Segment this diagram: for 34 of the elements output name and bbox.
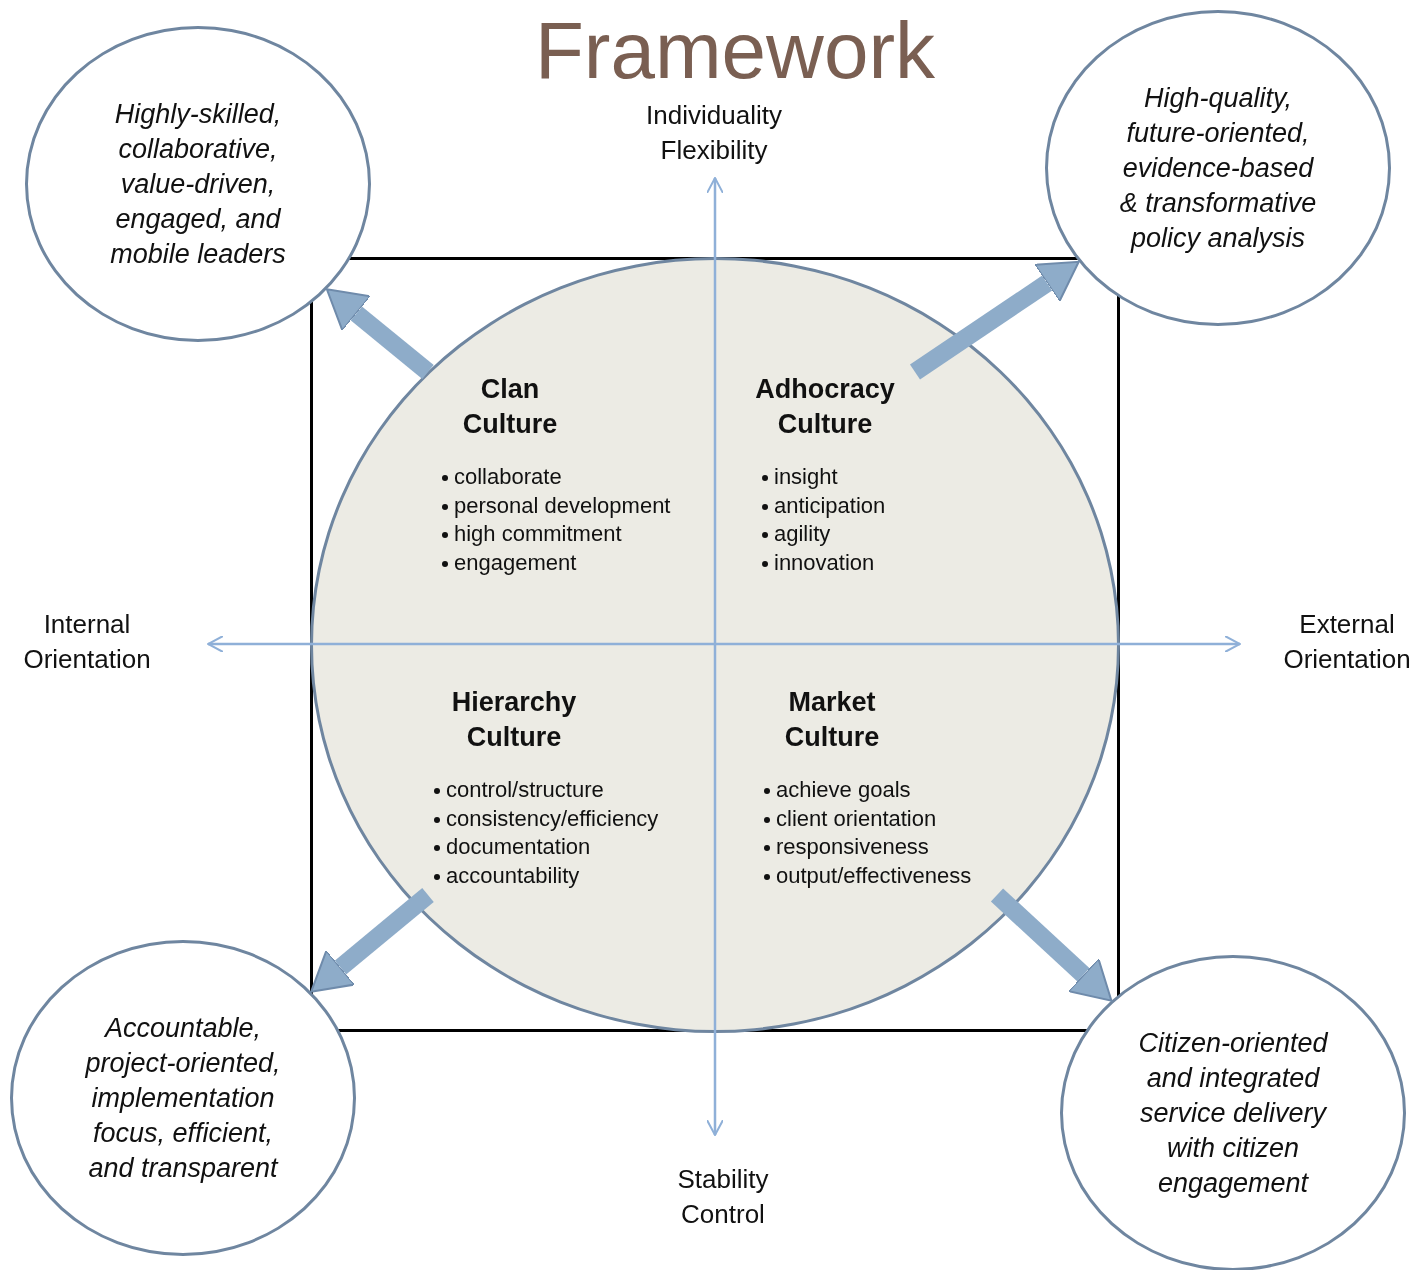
circle-text: Accountable, project-oriented, implementation focus, efficient, and transparent <box>84 1011 282 1185</box>
bullet-item: control/structure <box>446 776 604 804</box>
quadrant-heading: Adhocracy Culture <box>754 373 896 441</box>
circle-text: High-quality, future-oriented, evidence-based & transformative policy analysis <box>1118 81 1318 255</box>
bullet-item: anticipation <box>774 491 886 520</box>
bullet-item: achieve goals <box>776 776 911 804</box>
axis-label: Internal Orientation <box>22 608 152 676</box>
quadrant-heading: Clan Culture <box>461 373 559 441</box>
quadrant-heading: Market Culture <box>783 686 881 754</box>
bullet-item: collaborate <box>454 463 562 491</box>
quadrant-heading: Hierarchy Culture <box>450 686 578 754</box>
bullet-item: engagement <box>454 548 577 577</box>
block-arrow <box>325 288 434 379</box>
bullet-item: responsiveness <box>776 833 929 861</box>
bullet-item: high commitment <box>454 520 622 548</box>
bullet-item: agility <box>774 520 831 548</box>
bullet-item: consistency/efficiency <box>446 804 659 833</box>
diagram-title: Framework <box>535 6 935 96</box>
block-arrow <box>310 888 434 993</box>
axis-label: Individuality Flexibility <box>645 99 783 167</box>
block-arrow <box>909 260 1080 380</box>
bullet-item: personal development <box>454 491 671 520</box>
axis-label: Stability Control <box>676 1163 770 1231</box>
circle-text: Highly-skilled, collaborative, value-driven, engaged, and mobile leaders <box>109 97 287 271</box>
bullet-item: insight <box>774 463 838 491</box>
bullet-item: innovation <box>774 548 875 577</box>
bullet-item: documentation <box>446 833 591 861</box>
axis-label: External Orientation <box>1282 608 1412 676</box>
circle-text: Citizen-oriented and integrated service delivery with citizen engagement <box>1137 1026 1329 1200</box>
bullet-item: accountability <box>446 861 580 890</box>
bullet-item: output/effectiveness <box>776 861 972 890</box>
block-arrow <box>990 888 1113 1002</box>
culture-circle <box>310 257 1120 1033</box>
bullet-item: client orientation <box>776 804 937 833</box>
